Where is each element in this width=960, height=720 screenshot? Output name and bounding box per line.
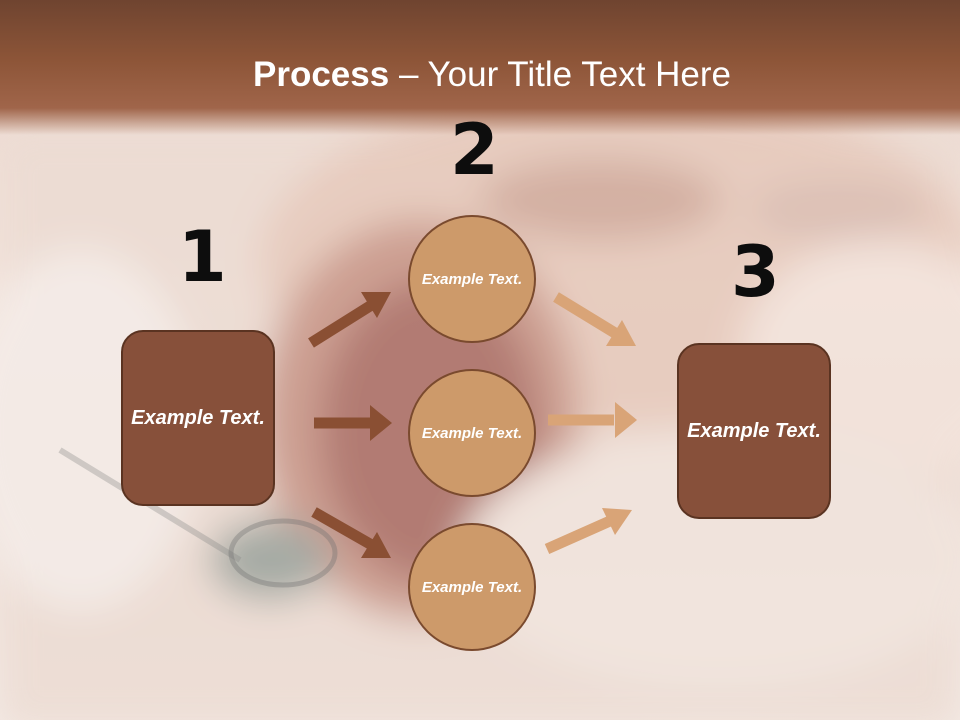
title-band [0, 0, 960, 135]
step-number-3: 3 [731, 231, 780, 313]
slide-title: Process – Your Title Text Here [0, 55, 960, 95]
step-2-circle-middle: Example Text. [408, 369, 536, 497]
arrow-from-circle-top [553, 292, 636, 346]
circle-middle-label: Example Text. [421, 424, 523, 442]
title-bold: Process [253, 55, 390, 94]
step-1-label: Example Text. [131, 406, 265, 429]
step-number-2: 2 [450, 109, 499, 191]
arrow-to-circle-bottom [311, 507, 391, 558]
step-number-1: 1 [178, 216, 227, 298]
arrow-from-circle-middle [548, 402, 637, 438]
arrow-to-circle-middle [314, 405, 392, 441]
step-1-box: Example Text. [121, 330, 275, 506]
step-3-box: Example Text. [677, 343, 831, 519]
circle-top-label: Example Text. [421, 270, 523, 288]
step-2-circle-top: Example Text. [408, 215, 536, 343]
arrow-from-circle-bottom [544, 508, 632, 555]
arrow-to-circle-top [308, 292, 391, 348]
step-3-label: Example Text. [687, 419, 821, 442]
title-rest: – Your Title Text Here [389, 55, 731, 94]
step-2-circle-bottom: Example Text. [408, 523, 536, 651]
circle-bottom-label: Example Text. [421, 578, 523, 596]
